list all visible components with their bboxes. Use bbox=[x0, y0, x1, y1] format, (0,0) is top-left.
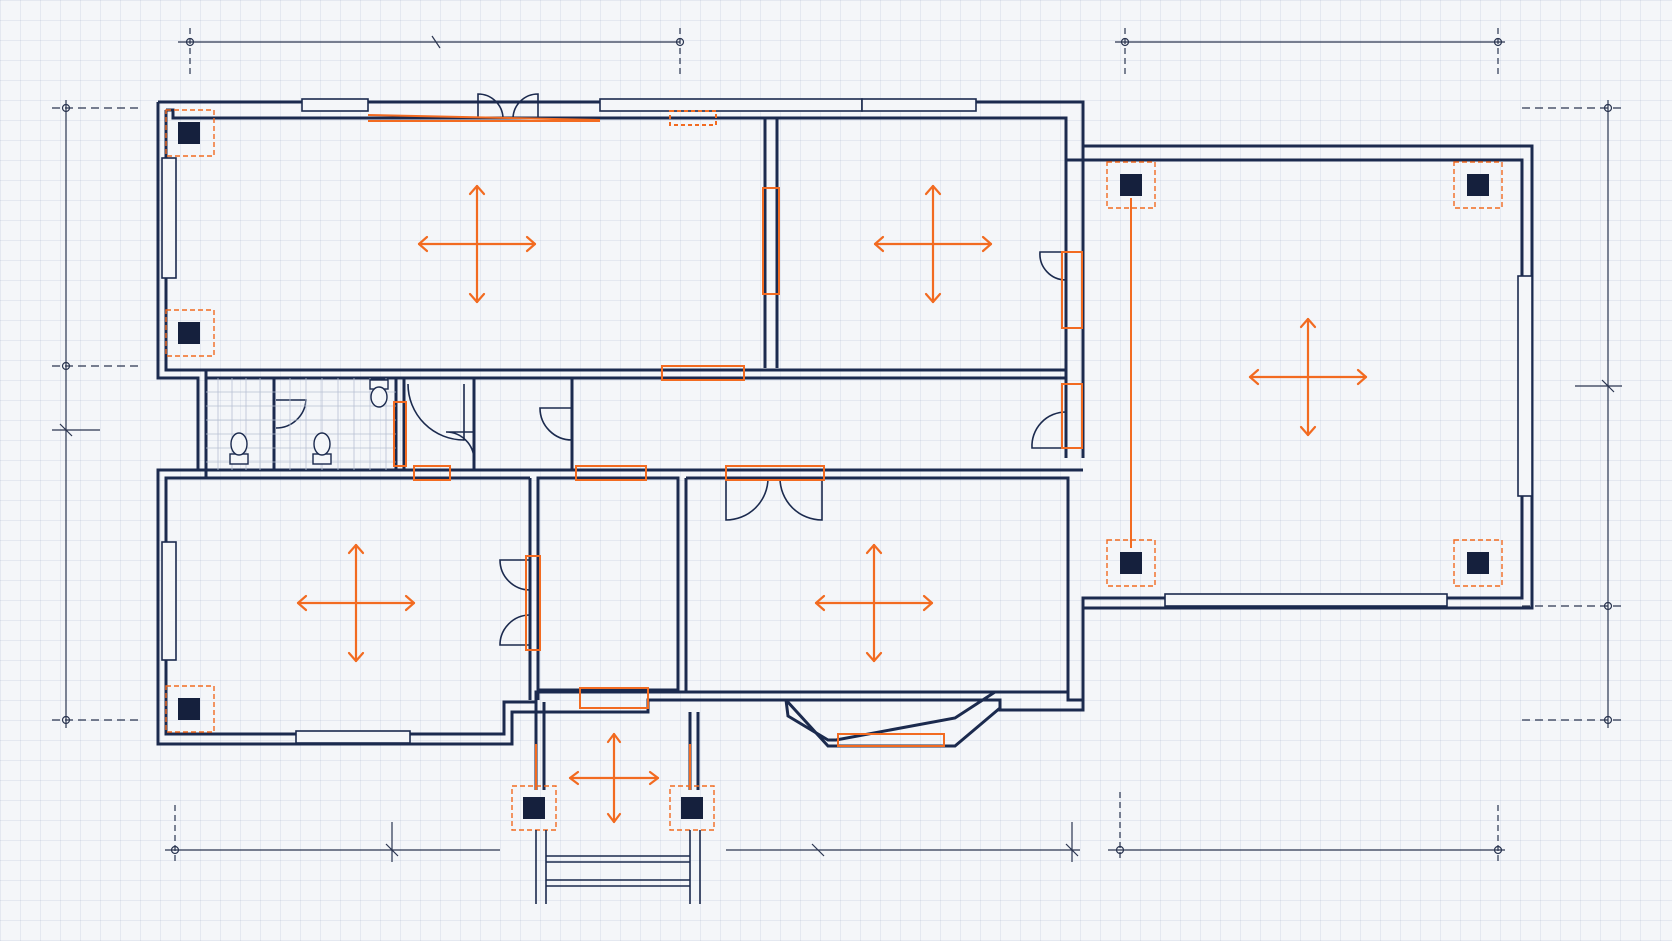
porch-steps bbox=[535, 830, 701, 904]
column-icon bbox=[1106, 161, 1156, 209]
column-icon bbox=[669, 785, 715, 831]
move-arrows-icon bbox=[873, 184, 993, 304]
window-garage-bottom bbox=[1164, 593, 1448, 607]
window-openings bbox=[161, 98, 1533, 744]
walls bbox=[156, 100, 1534, 790]
column-icon bbox=[165, 309, 215, 357]
column-icon bbox=[1106, 539, 1156, 587]
hallway-walls bbox=[536, 476, 680, 692]
door-swing-icon bbox=[539, 407, 573, 441]
dimension-top-left bbox=[178, 28, 685, 75]
exterior-wall-inner bbox=[164, 108, 1524, 736]
window-top-3 bbox=[861, 98, 977, 112]
door-swing-icon bbox=[725, 477, 823, 521]
column-icon bbox=[165, 109, 215, 157]
column-icon bbox=[1453, 161, 1503, 209]
move-arrows-icon bbox=[814, 543, 934, 663]
dimension-left bbox=[52, 100, 140, 728]
dimension-bottom-middle bbox=[726, 822, 1080, 862]
opening-markers bbox=[367, 110, 1132, 790]
exterior-wall-outer bbox=[156, 100, 1534, 746]
door-swing-icon bbox=[499, 559, 531, 646]
door-swing-icon bbox=[477, 93, 539, 119]
door-swing-icon bbox=[275, 399, 307, 429]
window-garage-right bbox=[1517, 275, 1533, 497]
move-arrows-icon bbox=[1248, 317, 1368, 437]
structural-columns bbox=[165, 109, 1503, 831]
closet-walls bbox=[402, 376, 574, 472]
window-bottom-left bbox=[295, 730, 411, 744]
room-markers bbox=[296, 184, 1368, 824]
door-swing-icon bbox=[407, 383, 475, 461]
dimension-bottom-left bbox=[165, 805, 500, 862]
bedroom-lower-right-walls bbox=[686, 476, 1070, 742]
move-arrows-icon bbox=[568, 732, 660, 824]
move-arrows-icon bbox=[417, 184, 537, 304]
column-icon bbox=[165, 685, 215, 733]
door-swing-icon bbox=[1031, 411, 1067, 449]
window-left-2 bbox=[161, 541, 177, 661]
column-icon bbox=[1453, 539, 1503, 587]
bathroom-fixtures bbox=[229, 379, 389, 465]
door-swing-icon bbox=[1039, 251, 1067, 281]
dimension-top-right bbox=[1115, 28, 1505, 75]
move-arrows-icon bbox=[296, 543, 416, 663]
dimension-right bbox=[1522, 100, 1622, 728]
toilet-icon bbox=[369, 379, 389, 408]
bathroom-walls bbox=[204, 376, 398, 472]
toilet-icon bbox=[312, 432, 332, 465]
column-icon bbox=[511, 785, 557, 831]
bay-window bbox=[784, 698, 1001, 748]
doors bbox=[275, 93, 1067, 646]
dimension-bottom-right bbox=[1108, 792, 1505, 862]
toilet-icon bbox=[229, 432, 249, 465]
window-top-1 bbox=[301, 98, 369, 112]
window-top-2 bbox=[599, 98, 863, 112]
window-left-1 bbox=[161, 157, 177, 279]
dimension-lines bbox=[52, 28, 1622, 862]
